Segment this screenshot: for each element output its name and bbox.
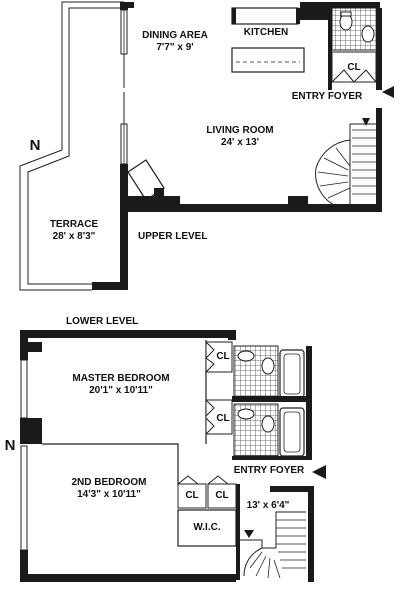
room-name: LIVING ROOM xyxy=(206,125,274,136)
room-dimensions: 7'7" x 9' xyxy=(156,42,194,53)
walk-in-closet-label: W.I.C. xyxy=(193,522,221,533)
terrace-railing xyxy=(19,1,124,291)
bedroom-divider xyxy=(42,443,179,484)
room-dimensions: 24' x 13' xyxy=(220,137,260,148)
closet-label: CL xyxy=(216,413,230,424)
room-dimensions: 20'1" x 10'11" xyxy=(89,385,153,396)
terrace-east-wall xyxy=(120,196,128,290)
room-name: TERRACE xyxy=(49,219,99,230)
closet-label: CL xyxy=(185,490,199,501)
master-bedroom-label: MASTER BEDROOM 20'1" x 10'11" xyxy=(56,373,186,397)
foyer-dimensions: 13' x 6'4" xyxy=(246,500,290,511)
entry-arrow-lower xyxy=(312,465,326,479)
north-wall-lower xyxy=(20,330,236,338)
closet-label: CL xyxy=(347,62,361,73)
closet-second-2 xyxy=(207,483,237,509)
sink-icon xyxy=(237,350,255,362)
sink-icon xyxy=(237,408,255,420)
south-wall-upper xyxy=(154,204,382,212)
room-name: DINING AREA xyxy=(142,30,208,41)
closet-master-2 xyxy=(205,399,233,435)
terrace-label: TERRACE 28' x 8'3" xyxy=(36,219,112,243)
window-second xyxy=(20,445,28,551)
north-label: N xyxy=(4,437,16,454)
upper-level-plan xyxy=(19,1,394,291)
kitchen-counter-top xyxy=(231,7,299,25)
entry-arrow-upper xyxy=(382,86,394,98)
sink-icon xyxy=(361,25,375,43)
second-bedroom-label: 2ND BEDROOM 14'3" x 10'11" xyxy=(56,477,162,501)
living-room-label: LIVING ROOM 24' x 13' xyxy=(190,125,290,149)
lower-level-plan xyxy=(20,330,326,582)
dining-area-label: DINING AREA 7'7" x 9' xyxy=(130,30,220,54)
south-wall-lower xyxy=(20,574,236,582)
terrace-railing-inner xyxy=(27,7,120,285)
entry-foyer-label: ENTRY FOYER xyxy=(233,465,305,476)
room-dimensions: 28' x 8'3" xyxy=(52,231,96,242)
closet-label: CL xyxy=(216,351,230,362)
stair-lower xyxy=(240,511,306,579)
room-name: MASTER BEDROOM xyxy=(72,373,170,384)
walk-in-closet xyxy=(177,509,237,547)
terrace-wall xyxy=(92,282,128,290)
kitchen-label: KITCHEN xyxy=(243,27,289,38)
closet-label: CL xyxy=(215,490,229,501)
room-name: 2ND BEDROOM xyxy=(71,477,147,488)
north-wall-upper xyxy=(128,2,134,8)
stair-upper xyxy=(315,118,376,207)
kitchen-island xyxy=(231,47,305,73)
closet-second-1 xyxy=(177,483,207,509)
lower-level-label: LOWER LEVEL xyxy=(66,316,139,327)
room-dimensions: 14'3" x 10'11" xyxy=(77,489,141,500)
entry-foyer-label: ENTRY FOYER xyxy=(291,91,363,102)
upper-level-label: UPPER LEVEL xyxy=(138,231,208,242)
north-label: N xyxy=(29,137,41,154)
toilet-icon xyxy=(261,415,275,433)
toilet-icon xyxy=(261,357,275,375)
window-master xyxy=(20,359,28,419)
